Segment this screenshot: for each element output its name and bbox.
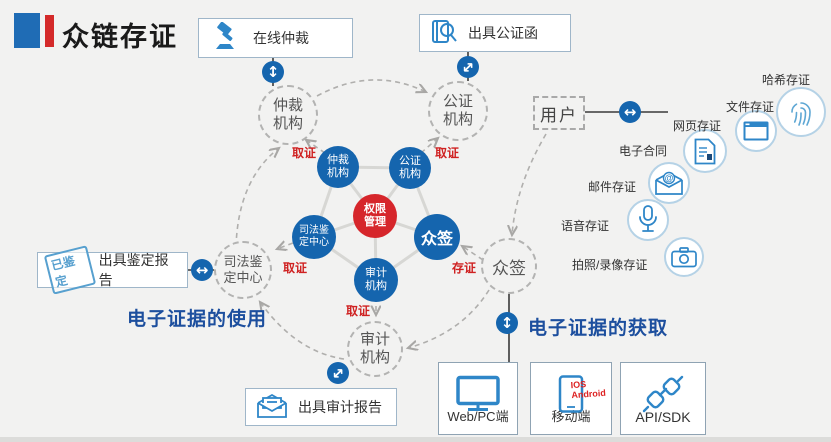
horizontal-double-arrow-icon: ↔ [619,101,641,123]
open-envelope-icon [256,393,288,422]
inner-node-arbitration: 仲裁机构 [317,146,359,188]
diagonal-double-arrow-icon: ↔ [456,55,479,78]
client-label-mobile: 移动端 [551,409,591,424]
page-title: 众链存证 [62,22,178,52]
inner-node-sign: 众签 [414,214,460,260]
title-red-bar [45,15,54,47]
client-box-api-sdk: API/SDK [620,362,706,435]
vertical-double-arrow-icon: ↕ [496,312,518,334]
outer-node-sign: 众签 [481,238,537,294]
inner-node-judicial: 司法鉴定中心 [292,215,336,259]
camera-icon [664,237,704,277]
online-arbitration-box: 在线仲裁 [198,18,353,58]
outer-node-notary: 公证机构 [428,81,488,141]
vertical-double-arrow-icon: ↕ [262,61,284,83]
flow-label-obtain: 取证 [435,146,460,160]
tablet-icon [551,375,591,416]
flow-label-obtain: 取证 [346,304,371,318]
section-title-evidence-use: 电子证据的使用 [127,309,268,330]
flow-label-obtain: 取证 [283,261,308,275]
outer-node-arbitration: 仲裁机构 [258,85,318,145]
audit-report-label: 出具审计报告 [298,399,382,415]
horizontal-double-arrow-icon: ↔ [191,259,213,281]
notary-letter-box: 出具公证函 [419,14,571,52]
inner-node-audit: 审计机构 [354,258,398,302]
microphone-icon [627,199,669,241]
storage-label-contract: 电子合同 [619,144,668,158]
client-label-api-sdk: API/SDK [635,409,691,425]
appraised-stamp-icon: 已鉴定 [43,245,96,295]
client-box-web-pc: Web/PC端 [438,362,518,435]
outer-node-audit: 审计机构 [347,321,403,377]
plug-icon [640,375,686,418]
center-node-permission: 权限管理 [353,194,397,238]
fingerprint-icon [776,87,826,137]
inner-node-notary: 公证机构 [389,147,431,189]
audit-report-box: 出具审计报告 [245,388,397,426]
storage-label-voice: 语音存证 [561,219,610,233]
storage-label-hash: 哈希存证 [762,73,811,87]
svg-text:@: @ [665,173,674,183]
notary-letter-label: 出具公证函 [468,25,538,41]
flow-label-obtain: 取证 [292,146,317,160]
book-magnifier-icon [430,18,458,49]
bottom-edge-strip [0,437,831,442]
gavel-icon [209,21,243,55]
appraisal-report-box: 已鉴定 出具鉴定报告 [37,245,188,295]
monitor-icon [455,375,501,415]
flow-label-store: 存证 [452,261,477,275]
client-label-web-pc: Web/PC端 [447,409,509,424]
storage-label-email: 邮件存证 [588,180,637,194]
storage-label-webpage: 网页存证 [673,119,722,133]
diagonal-double-arrow-icon: ↔ [326,361,349,384]
mobile-os-badge: IOS Android [569,379,606,401]
document-icon [683,129,727,173]
storage-label-photo-video: 拍照/录像存证 [572,258,648,272]
title-blue-bar [14,13,40,48]
storage-label-file: 文件存证 [726,100,775,114]
outer-node-judicial: 司法鉴定中心 [214,241,272,299]
section-title-evidence-obtain: 电子证据的获取 [528,318,669,339]
user-box: 用户 [533,96,585,130]
online-arbitration-label: 在线仲裁 [253,30,309,46]
email-at-icon: @ [648,162,690,204]
appraisal-report-label: 出具鉴定报告 [98,252,169,288]
browser-window-icon [735,110,777,152]
dashed-flow-arrows [235,79,547,360]
client-box-mobile: IOS Android 移动端 [530,362,612,435]
